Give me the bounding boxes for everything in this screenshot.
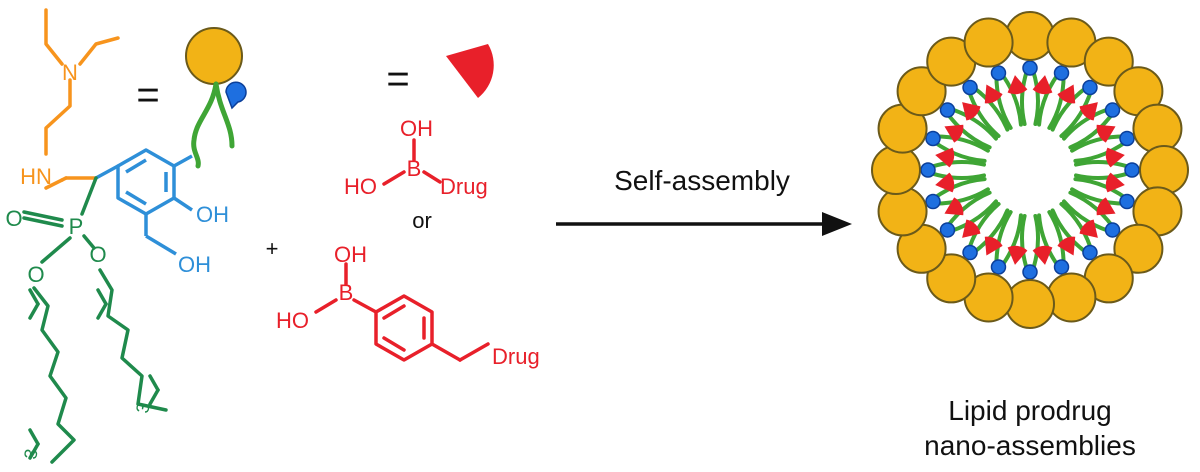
assembly-catechol xyxy=(1022,264,1038,280)
assembly-lipid-head xyxy=(1046,272,1097,323)
assembly-lipid-head xyxy=(963,17,1014,68)
assembly-drug xyxy=(935,147,955,168)
drug-wedge-icon xyxy=(446,44,494,98)
assembly-drug xyxy=(984,84,1003,104)
boron-2-drug: Drug xyxy=(492,344,540,369)
assembly-catechol xyxy=(1082,79,1098,96)
lipid-head-icon xyxy=(185,27,243,85)
assembly-catechol xyxy=(990,259,1007,275)
product-label-line1: Lipid prodrug xyxy=(948,395,1111,426)
equals-sign-lipid: = xyxy=(136,73,159,117)
assembly-catechol xyxy=(1119,130,1135,147)
boron-1-ho: HO xyxy=(344,174,377,199)
assembly-drug xyxy=(1057,236,1076,256)
assembly-drug xyxy=(1079,219,1098,238)
assembly-catechol xyxy=(1104,102,1121,118)
plus-sign: + xyxy=(266,236,279,261)
assembly-catechol xyxy=(939,222,956,238)
self-assembly-label: Self-assembly xyxy=(614,165,790,196)
assembly-catechol xyxy=(1053,65,1070,81)
assembly-catechol xyxy=(962,79,978,96)
assembly-drug xyxy=(1007,245,1028,265)
oxygen-left: O xyxy=(27,262,44,287)
assembly-catechol xyxy=(925,193,941,210)
boronic-acid-1: OH B HO Drug xyxy=(344,116,488,199)
equals-sign-drug: = xyxy=(386,57,409,101)
boron-2-oh: OH xyxy=(334,242,367,267)
assembly-catechol xyxy=(1119,193,1135,210)
assembly-drug xyxy=(1105,172,1125,193)
lipid-icon xyxy=(185,27,247,169)
assembly-drug xyxy=(944,124,964,143)
assembly-drug xyxy=(1096,124,1116,143)
assembly-drug xyxy=(1105,147,1125,168)
lipid-molecule: N HN OH OH P O O O xyxy=(5,8,229,464)
nitrogen-atom: N xyxy=(62,60,78,85)
boron-2-ho: HO xyxy=(276,308,309,333)
nano-assembly xyxy=(871,11,1189,329)
assembly-drug xyxy=(1032,75,1053,95)
assembly-drug xyxy=(1096,197,1116,216)
lipid-tails xyxy=(22,210,168,464)
repeat-unit-right: 3 xyxy=(132,401,153,414)
assembly-drug xyxy=(962,219,981,238)
assembly-lipid-head xyxy=(1139,145,1189,195)
assembly-lipid-head xyxy=(1005,279,1055,329)
boronic-acid-2: OH B HO Drug xyxy=(276,242,540,369)
product-label-line2: nano-assemblies xyxy=(924,430,1136,461)
boron-1-oh: OH xyxy=(400,116,433,141)
assembly-catechol xyxy=(1124,162,1140,178)
assembly-catechol xyxy=(1022,60,1038,76)
assembly-catechol xyxy=(990,65,1007,81)
assembly-drug xyxy=(984,236,1003,256)
assembly-drug xyxy=(1057,84,1076,104)
repeat-unit-left: 3 xyxy=(20,447,41,460)
assembly-lipid-head xyxy=(1005,11,1055,61)
assembly-catechol xyxy=(925,130,941,147)
assembly-catechol xyxy=(1082,244,1098,261)
amine-nh-label: HN xyxy=(20,164,52,189)
assembly-drug xyxy=(1079,102,1098,121)
hydroxyl-top: OH xyxy=(196,202,229,227)
oxygen-double: O xyxy=(5,206,22,231)
phosphorus-atom: P xyxy=(69,214,84,239)
assembly-catechol xyxy=(1104,222,1121,238)
hydroxyl-bottom: OH xyxy=(178,252,211,277)
boron-1-atom: B xyxy=(407,156,422,181)
catechol-ring xyxy=(116,148,193,236)
assembly-lipid-head xyxy=(1132,103,1183,154)
assembly-drug xyxy=(1032,245,1053,265)
assembly-drug xyxy=(935,172,955,193)
assembly-catechol xyxy=(1053,259,1070,275)
amine-arm xyxy=(44,8,120,190)
assembly-lipid-head xyxy=(871,145,921,195)
assembly-drug xyxy=(944,197,964,216)
catechol-icon xyxy=(225,81,247,110)
assembly-catechol xyxy=(920,162,936,178)
assembly-lipid-head xyxy=(877,186,928,237)
assembly-catechol xyxy=(939,102,956,118)
assembly-drug xyxy=(1007,75,1028,95)
boron-1-drug: Drug xyxy=(440,174,488,199)
boron-2-atom: B xyxy=(339,280,354,305)
assembly-catechol xyxy=(962,244,978,261)
or-label: or xyxy=(412,208,432,233)
reaction-arrow xyxy=(556,212,852,236)
assembly-drug xyxy=(962,102,981,121)
